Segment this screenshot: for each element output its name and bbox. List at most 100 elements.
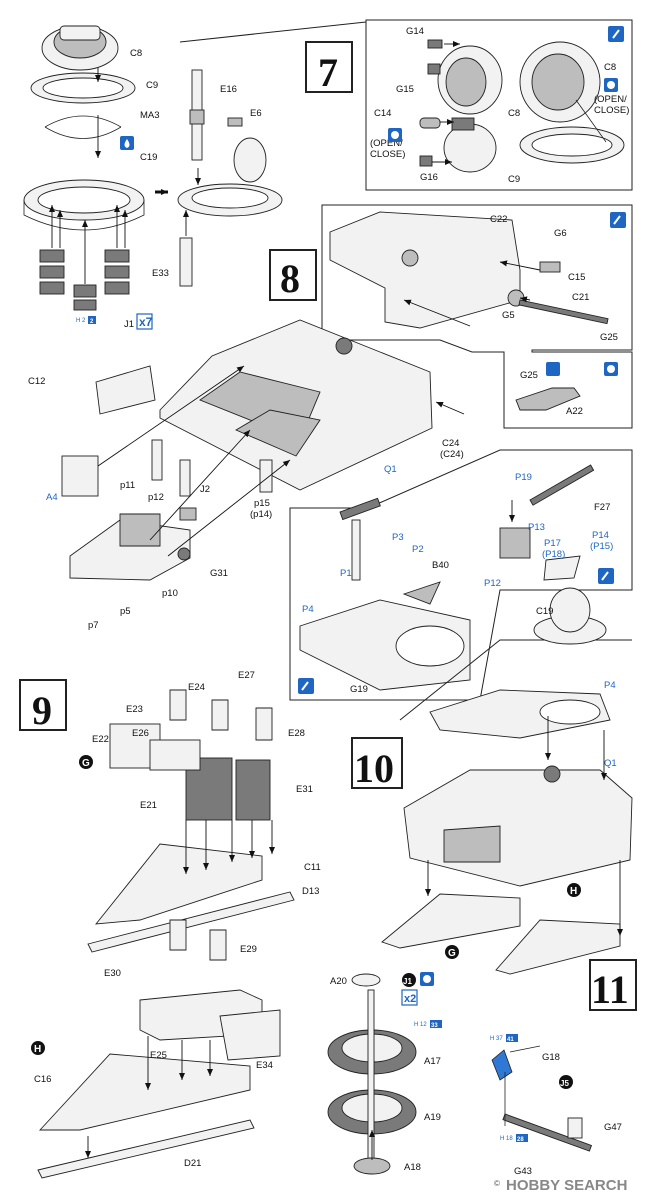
label-C24: C24 (442, 438, 459, 449)
vision-blocks (39, 249, 130, 311)
svg-text:H: H (34, 1044, 41, 1055)
label-G19: G19 (350, 684, 368, 695)
hull-q1-assembly (61, 319, 465, 581)
label-p10: p10 (162, 588, 178, 599)
step-8-number: 8 (280, 256, 300, 301)
label-A22: A22 (566, 406, 583, 417)
label-p11: p11 (120, 480, 135, 491)
label-C22: C22 (490, 214, 507, 225)
glue-icon (608, 26, 624, 42)
label-J1-x7: J1 (124, 319, 134, 330)
label-E30: E30 (104, 968, 121, 979)
label-B40: B40 (432, 560, 449, 571)
label-G14: G14 (406, 26, 424, 37)
label-p14: (p14) (250, 509, 272, 520)
label-G47: G47 (604, 1122, 622, 1133)
label-A4: A4 (46, 492, 58, 503)
label-G25: G25 (600, 332, 618, 343)
label-MA3: MA3 (140, 110, 160, 121)
label-A19: A19 (424, 1112, 441, 1123)
label-C12: C12 (28, 376, 45, 387)
mg-mount-inset (289, 449, 633, 701)
label-E28: E28 (288, 728, 305, 739)
label-p12: p12 (148, 492, 164, 503)
label-x7: x7 (139, 315, 153, 329)
label-G6: G6 (554, 228, 567, 239)
label-A20: A20 (330, 976, 347, 987)
label-P15: (P15) (590, 541, 613, 552)
marker-H-icon: H (31, 1041, 45, 1055)
label-P14: P14 (592, 530, 609, 541)
label-C19: C19 (140, 152, 157, 163)
label-E25: E25 (150, 1050, 167, 1061)
glue-icon-inset (298, 568, 614, 694)
step-10-assembly (351, 587, 637, 1011)
label-E29: E29 (240, 944, 257, 955)
label-P2: P2 (412, 544, 424, 555)
step-7-number: 7 (318, 50, 338, 95)
step-9-assembly (19, 679, 295, 1179)
label-H37: H 37 (490, 1036, 503, 1042)
label-H37-num: 41 (507, 1037, 514, 1043)
label-A18: A18 (404, 1162, 421, 1173)
paint-drop-icon (120, 136, 134, 150)
label-G16: G16 (420, 172, 438, 183)
label-P4b: P4 (604, 680, 616, 691)
svg-text:H: H (570, 886, 577, 897)
label-H2: H 2 (76, 318, 86, 324)
label-E23: E23 (126, 704, 143, 715)
label-C19b: C19 (536, 606, 553, 617)
cupola-assembly (23, 25, 283, 311)
label-C14: C14 (374, 108, 391, 119)
label-C11: C11 (304, 862, 321, 873)
label-E27: E27 (238, 670, 255, 681)
label-D13: D13 (302, 886, 319, 897)
step-8-inset (269, 204, 633, 429)
watermark-text: HOBBY SEARCH (506, 1177, 627, 1194)
label-C9-s7: C9 (508, 174, 520, 185)
label-C8-s7a: C8 (508, 108, 520, 119)
step-10-number: 10 (354, 746, 394, 791)
label-G18: G18 (542, 1052, 560, 1063)
label-x2: x2 (404, 993, 416, 1005)
label-C21: C21 (572, 292, 589, 303)
label-G15: G15 (396, 84, 414, 95)
label-E31: E31 (296, 784, 313, 795)
label-A17: A17 (424, 1056, 441, 1067)
label-close-a: CLOSE) (370, 149, 405, 160)
tow-bar-assembly (491, 1045, 593, 1152)
watermark-logo: © HOBBY SEARCH (494, 1177, 627, 1194)
marker-H2-icon: H (567, 883, 581, 897)
label-close-b: CLOSE) (594, 105, 629, 116)
step-7-inset (179, 19, 633, 191)
label-E33: E33 (152, 268, 169, 279)
label-openclose-a: (OPEN/ (370, 138, 403, 149)
step-9-number: 9 (32, 688, 52, 733)
label-E6: E6 (250, 108, 262, 119)
svg-text:G: G (82, 758, 90, 769)
label-G43: G43 (514, 1166, 532, 1177)
label-P4: P4 (302, 604, 314, 615)
marker-G-icon: G (79, 755, 93, 769)
label-Q1: Q1 (384, 464, 397, 475)
label-P13: P13 (528, 522, 545, 533)
svg-text:J5: J5 (560, 1079, 569, 1088)
svg-text:©: © (494, 1179, 500, 1188)
label-G5: G5 (502, 310, 515, 321)
label-C15: C15 (568, 272, 585, 283)
label-p5: p5 (120, 606, 131, 617)
label-H18-num: 28 (517, 1137, 524, 1143)
label-E24: E24 (188, 682, 205, 693)
label-H12-num: 33 (431, 1023, 438, 1029)
label-E16: E16 (220, 84, 237, 95)
label-p15: p15 (254, 498, 270, 509)
label-P1: P1 (340, 568, 352, 579)
marker-J1-icon: J1 (402, 972, 434, 987)
label-P17: P17 (544, 538, 561, 549)
svg-text:J1: J1 (403, 977, 412, 986)
spare-wheel-assembly (327, 973, 417, 1175)
x7-badge (136, 313, 153, 330)
glue-icon-s8 (546, 212, 626, 376)
label-P18: (P18) (542, 549, 565, 560)
step-11-number: 11 (591, 967, 629, 1012)
